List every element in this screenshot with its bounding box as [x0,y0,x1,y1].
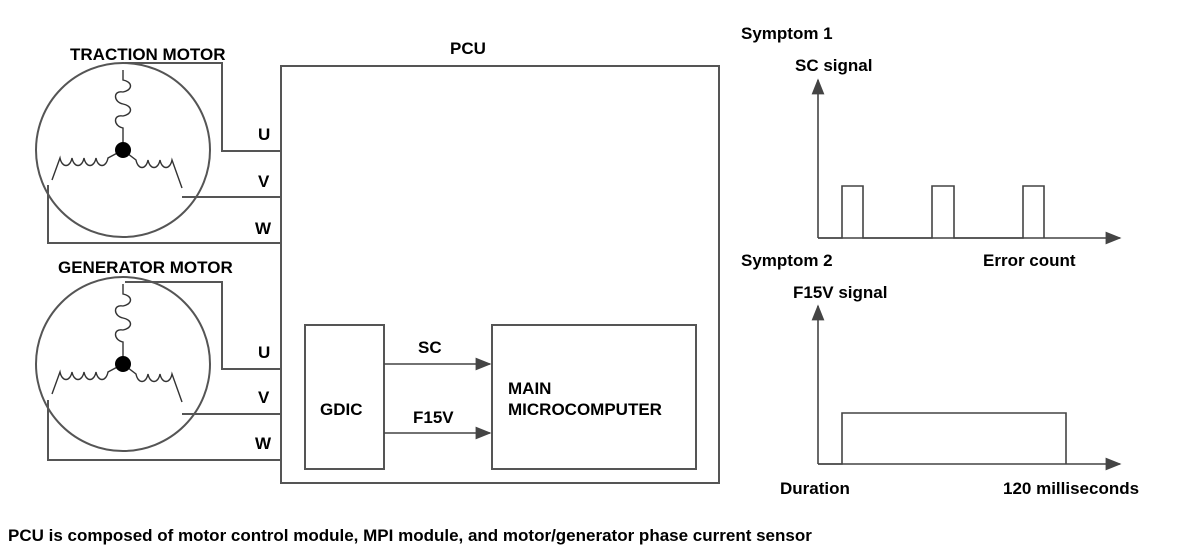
traction-motor: TRACTION MOTOR U V W [35,45,281,244]
traction-motor-coils [51,70,183,189]
generator-motor-wire-w [47,400,281,461]
generator-motor-coils [51,284,183,403]
generator-motor-neutral-point [115,356,131,372]
f15v-signal-trace [818,412,1067,465]
sc-signal-label: SC [418,338,442,357]
sc-signal-axis-label: SC signal [795,56,872,75]
sc-signal-pulse-trace [818,185,1045,239]
generator-motor-wire-u [125,281,281,370]
symptom-1-x-label: Error count [983,251,1076,270]
generator-motor: GENERATOR MOTOR U V W [35,258,281,461]
main-microcomputer-label-line2: MICROCOMPUTER [508,400,662,419]
traction-motor-phase-w: W [255,219,272,238]
symptom-1-plot: Symptom 1 SC signal Error count [741,24,1122,270]
traction-motor-wire-w [47,185,281,244]
duration-label: Duration [780,479,850,498]
f15v-signal-label: F15V [413,408,454,427]
traction-motor-circle [35,62,211,238]
footer-caption: PCU is composed of motor control module,… [8,526,812,545]
gdic-box [304,324,385,470]
traction-motor-phase-u: U [258,125,270,144]
f15v-signal-axis-label: F15V signal [793,283,887,302]
generator-motor-title: GENERATOR MOTOR [58,258,233,277]
traction-motor-neutral-point [115,142,131,158]
generator-motor-circle [35,276,211,452]
duration-value-label: 120 milliseconds [1003,479,1139,498]
generator-motor-phase-w: W [255,434,272,453]
symptom-2-title: Symptom 2 [741,251,833,270]
generator-motor-phase-u: U [258,343,270,362]
pcu-block: PCU GDIC MAIN MICROCOMPUTER SC F15V [280,39,720,484]
traction-motor-wire-u [125,62,281,152]
main-microcomputer-label-line1: MAIN [508,379,551,398]
gdic-label: GDIC [320,400,363,419]
pcu-title: PCU [450,39,486,58]
traction-motor-phase-v: V [258,172,270,191]
symptom-2-plot: Symptom 2 F15V signal Duration 120 milli… [741,251,1139,498]
symptom-1-title: Symptom 1 [741,24,833,43]
generator-motor-phase-v: V [258,388,270,407]
traction-motor-title: TRACTION MOTOR [70,45,226,64]
main-microcomputer-box [491,324,697,470]
